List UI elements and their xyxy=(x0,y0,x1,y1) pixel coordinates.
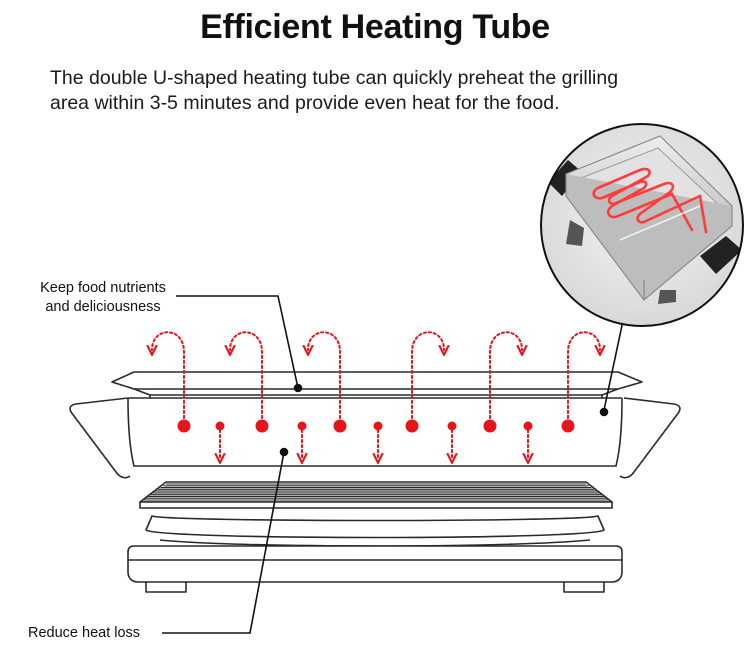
heat-dot-small-4 xyxy=(447,421,457,431)
heat-dot-small-1 xyxy=(215,421,225,431)
heat-arrows-down xyxy=(220,429,528,458)
grill-rack xyxy=(142,483,610,501)
heat-arrows-up xyxy=(152,331,600,419)
heat-dot-large-4 xyxy=(405,419,419,433)
inset-leader-dot xyxy=(599,407,609,417)
heat-loss-leader xyxy=(162,451,285,634)
heat-arrow-up-6 xyxy=(567,331,600,419)
heating-tube-closeup-icon xyxy=(540,123,744,327)
page-title: Efficient Heating Tube xyxy=(200,8,550,46)
heat-dot-large-5 xyxy=(483,419,497,433)
heat-arrow-up-5 xyxy=(489,331,522,419)
heat-arrow-up-4 xyxy=(411,331,444,419)
description-line-2: area within 3-5 minutes and provide even… xyxy=(50,92,560,114)
heat-dot-large-1 xyxy=(177,419,191,433)
inset-leader xyxy=(603,315,625,411)
callout-heat-loss: Reduce heat loss xyxy=(28,625,141,641)
heat-dot-small-3 xyxy=(373,421,383,431)
callout-nutrients: Keep food nutrients and deliciousness xyxy=(18,279,188,317)
description: The double U-shaped heating tube can qui… xyxy=(50,66,730,116)
heat-dot-large-6 xyxy=(561,419,575,433)
heat-dot-large-2 xyxy=(255,419,269,433)
nutrients-leader xyxy=(176,295,299,389)
heat-dot-large-3 xyxy=(333,419,347,433)
callout-lines xyxy=(162,295,625,634)
heat-arrow-up-2 xyxy=(230,331,263,419)
heat-dot-small-5 xyxy=(523,421,533,431)
heat-loss-leader-dot xyxy=(279,447,289,457)
heat-dot-small-2 xyxy=(297,421,307,431)
heat-dots xyxy=(177,419,575,433)
electric-grill-icon xyxy=(69,371,681,593)
description-line-1: The double U-shaped heating tube can qui… xyxy=(50,67,619,89)
nutrients-leader-dot xyxy=(293,383,303,393)
heat-arrow-up-3 xyxy=(308,331,341,419)
callout-nutrients-line-2: and deliciousness xyxy=(45,299,161,315)
callout-nutrients-line-1: Keep food nutrients xyxy=(40,280,166,296)
heat-arrow-up-1 xyxy=(152,331,185,419)
